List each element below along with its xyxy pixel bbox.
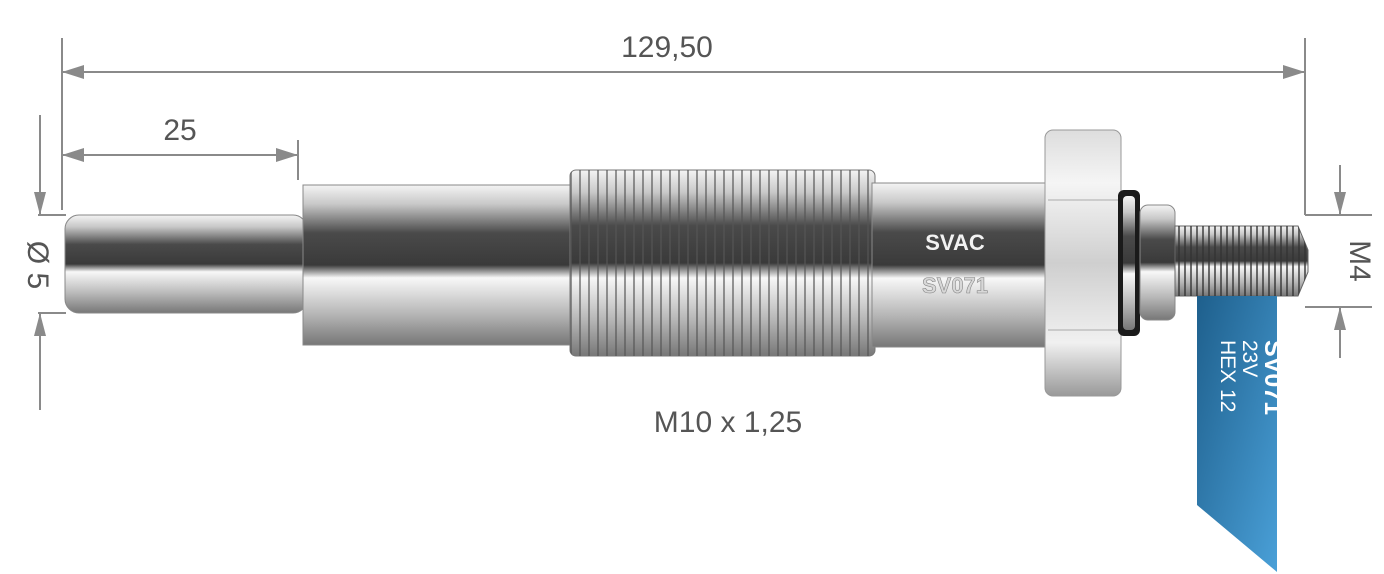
marking-code: SV071 (922, 273, 988, 298)
tip-diameter-label: Ø 5 (21, 241, 54, 289)
thread-spec-label: M10 x 1,25 (654, 406, 802, 439)
overall-length-dimension: 129,50 (61, 31, 1306, 215)
tag-voltage: 23V (1238, 340, 1261, 377)
tag-code: SV071 (1259, 340, 1287, 415)
product-label-tag: SV071 23V HEX 12 (1197, 296, 1287, 572)
tip-length-dimension: 25 (62, 114, 299, 180)
terminal-thread-dimension: M4 (1305, 165, 1376, 358)
marking-brand: SVAC (925, 230, 985, 255)
plug-neck (871, 182, 1051, 348)
plug-shank (302, 184, 576, 346)
hex-nut (1044, 129, 1122, 397)
tip-length-label: 25 (163, 114, 196, 147)
tip-diameter-dimension: Ø 5 (21, 115, 66, 410)
glow-plug: SVAC SV071 (64, 129, 1309, 397)
terminal-nut (1139, 204, 1176, 321)
terminal-thread-label: M4 (1343, 240, 1376, 282)
overall-length-label: 129,50 (621, 31, 713, 64)
heater-tip (64, 214, 308, 314)
tag-hex: HEX 12 (1216, 340, 1239, 412)
